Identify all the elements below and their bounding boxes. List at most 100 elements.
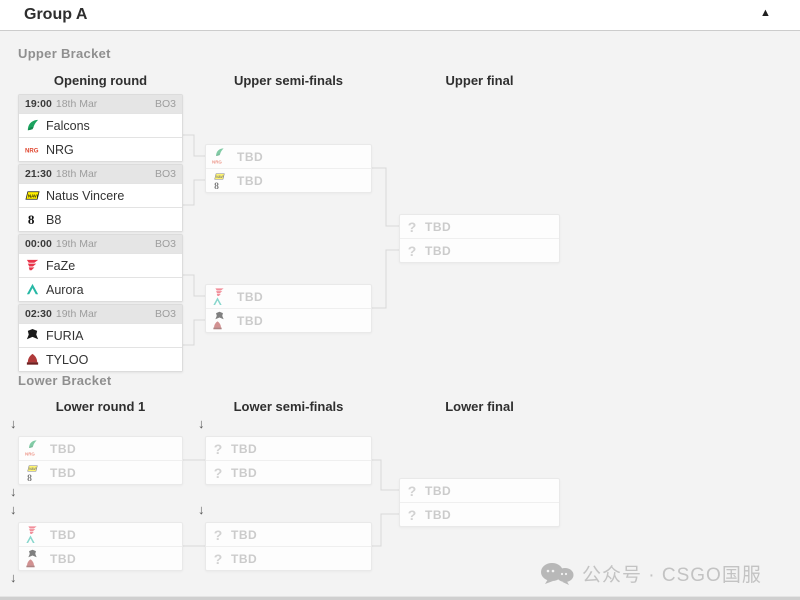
question-mark-icon: ? xyxy=(213,526,223,543)
lower-semifinal-1[interactable]: ? TBD ? TBD xyxy=(205,436,372,485)
drop-down-arrow-icon: ↓ xyxy=(10,416,17,431)
possible-teams-falcons-nrg-icons xyxy=(212,147,230,167)
question-mark-icon: ? xyxy=(407,482,417,499)
team-row-furia: FURIA xyxy=(19,323,182,347)
upper-semifinal-2[interactable]: TBD TBD xyxy=(205,284,372,333)
tbd-label: TBD xyxy=(425,483,452,498)
tbd-slot: TBD xyxy=(206,145,371,168)
drop-down-arrow-icon: ↓ xyxy=(198,416,205,431)
upper-semifinal-1[interactable]: TBD TBD xyxy=(205,144,372,193)
tbd-slot: TBD xyxy=(19,523,182,546)
lower-semifinal-2[interactable]: ? TBD ? TBD xyxy=(205,522,372,571)
tbd-slot: ? TBD xyxy=(206,523,371,546)
team-name: Falcons xyxy=(46,118,90,133)
match-format: BO3 xyxy=(154,238,176,250)
aurora-logo-icon xyxy=(26,283,39,295)
tbd-slot: ? TBD xyxy=(400,479,559,502)
match-date: 19th Mar xyxy=(55,238,98,250)
nrg-logo-icon xyxy=(212,159,223,165)
tbd-label: TBD xyxy=(237,289,264,304)
match-format: BO3 xyxy=(154,98,176,110)
tbd-label: TBD xyxy=(237,313,264,328)
tbd-label: TBD xyxy=(231,465,258,480)
question-mark-icon: ? xyxy=(213,440,223,457)
match-header: 19:00 18th Mar BO3 xyxy=(19,95,182,113)
match-navi-b8[interactable]: 21:30 18th Mar BO3 Natus Vincere B8 xyxy=(18,164,183,232)
possible-teams-furia-tyloo-icons xyxy=(25,549,43,569)
tbd-slot: TBD xyxy=(206,168,371,192)
tbd-label: TBD xyxy=(425,507,452,522)
b8-logo-icon xyxy=(214,180,220,191)
tbd-slot: TBD xyxy=(19,546,182,570)
tbd-label: TBD xyxy=(425,219,452,234)
match-falcons-nrg[interactable]: 19:00 18th Mar BO3 Falcons NRG xyxy=(18,94,183,162)
tbd-label: TBD xyxy=(237,149,264,164)
tyloo-logo-icon xyxy=(26,353,39,365)
watermark-text: 公众号 · CSGO国服 xyxy=(582,565,762,586)
team-row-tyloo: TYLOO xyxy=(19,347,182,371)
match-header: 00:00 19th Mar BO3 xyxy=(19,235,182,253)
group-header-bar[interactable]: Group A ▲ xyxy=(0,0,800,31)
drop-down-arrow-icon: ↓ xyxy=(10,502,17,517)
match-faze-aurora[interactable]: 00:00 19th Mar BO3 FaZe Aurora xyxy=(18,234,183,302)
tbd-slot: TBD xyxy=(19,437,182,460)
collapse-arrow-icon[interactable]: ▲ xyxy=(760,7,771,19)
team-name: Natus Vincere xyxy=(46,188,125,203)
b8-logo-icon xyxy=(27,472,33,483)
team-name: TYLOO xyxy=(46,352,89,367)
match-time: 21:30 xyxy=(25,168,52,180)
tbd-slot: TBD xyxy=(206,285,371,308)
question-mark-icon: ? xyxy=(407,242,417,259)
possible-teams-navi-b8-icons xyxy=(212,171,230,191)
tbd-slot: TBD xyxy=(19,460,182,484)
tbd-label: TBD xyxy=(50,465,77,480)
tbd-label: TBD xyxy=(50,551,77,566)
navi-logo-icon xyxy=(25,191,40,200)
team-row-aurora: Aurora xyxy=(19,277,182,301)
possible-teams-navi-b8-icons xyxy=(25,463,43,483)
lower-round1-match-1[interactable]: TBD TBD xyxy=(18,436,183,485)
tbd-slot: ? TBD xyxy=(206,460,371,484)
lower-final[interactable]: ? TBD ? TBD xyxy=(399,478,560,527)
match-date: 18th Mar xyxy=(55,168,98,180)
wechat-bubbles-icon xyxy=(541,562,574,585)
tbd-label: TBD xyxy=(425,243,452,258)
team-row-faze: FaZe xyxy=(19,253,182,277)
drop-down-arrow-icon: ↓ xyxy=(10,570,17,585)
aurora-logo-icon xyxy=(213,296,222,305)
team-row-b8: B8 xyxy=(19,207,182,231)
column-header-lower-semifinals: Lower semi-finals xyxy=(233,399,344,414)
tbd-slot: ? TBD xyxy=(400,238,559,262)
possible-teams-faze-aurora-icons xyxy=(212,287,230,307)
tbd-label: TBD xyxy=(50,527,77,542)
group-title: Group A xyxy=(24,6,88,23)
upper-final[interactable]: ? TBD ? TBD xyxy=(399,214,560,263)
tbd-label: TBD xyxy=(231,527,258,542)
team-name: FaZe xyxy=(46,258,76,273)
column-header-upper-final: Upper final xyxy=(445,73,514,88)
match-format: BO3 xyxy=(154,308,176,320)
match-header: 02:30 19th Mar BO3 xyxy=(19,305,182,323)
tbd-label: TBD xyxy=(231,551,258,566)
tbd-label: TBD xyxy=(50,441,77,456)
tbd-slot: ? TBD xyxy=(400,215,559,238)
match-furia-tyloo[interactable]: 02:30 19th Mar BO3 FURIA TYLOO xyxy=(18,304,183,372)
column-header-lower-round-1: Lower round 1 xyxy=(55,399,146,414)
furia-logo-icon xyxy=(26,328,39,340)
team-name: Aurora xyxy=(46,282,84,297)
team-row-navi: Natus Vincere xyxy=(19,183,182,207)
column-header-lower-final: Lower final xyxy=(445,399,514,414)
question-mark-icon: ? xyxy=(407,506,417,523)
aurora-logo-icon xyxy=(26,534,35,543)
column-header-opening-round: Opening round xyxy=(53,73,148,88)
team-name: NRG xyxy=(46,142,74,157)
match-time: 02:30 xyxy=(25,308,52,320)
match-format: BO3 xyxy=(154,168,176,180)
drop-down-arrow-icon: ↓ xyxy=(198,502,205,517)
question-mark-icon: ? xyxy=(407,218,417,235)
column-header-upper-semifinals: Upper semi-finals xyxy=(233,73,344,88)
falcons-logo-icon xyxy=(27,119,39,131)
lower-round1-match-2[interactable]: TBD TBD xyxy=(18,522,183,571)
team-row-falcons: Falcons xyxy=(19,113,182,137)
